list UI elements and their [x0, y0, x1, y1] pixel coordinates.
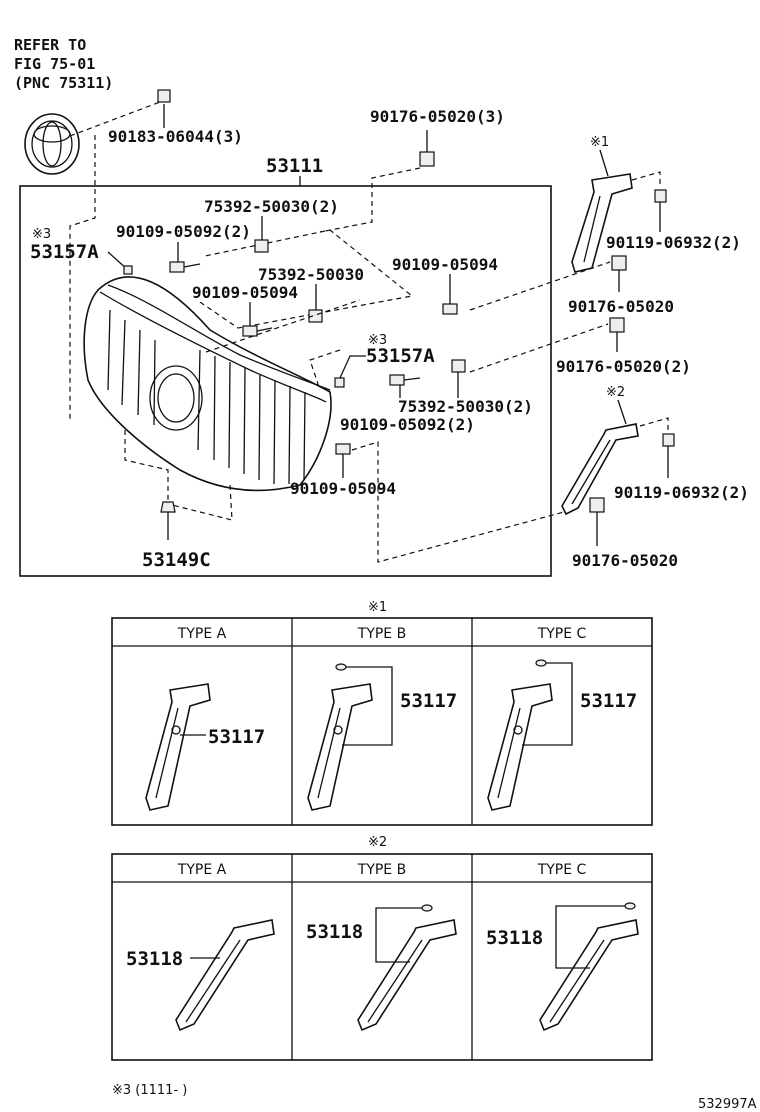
table-53118: [111, 853, 653, 1061]
bracket-53118-type-b-icon: [357, 919, 457, 1032]
mark-1: ※1: [590, 135, 609, 150]
table1-part-type-b: 53117: [400, 690, 457, 712]
bracket-53117-type-b-icon: [307, 683, 373, 811]
table2-header-type-a: TYPE A: [177, 862, 227, 878]
mark-3-mid: ※3: [368, 333, 387, 348]
table1-part-type-a: 53117: [208, 726, 265, 748]
bolt-icon: [654, 189, 667, 218]
callout-90176-05020-b: 90176-05020: [568, 297, 674, 316]
table2-mark: ※2: [368, 835, 387, 850]
bolt-icon: [169, 261, 201, 273]
table1-header-type-b: TYPE B: [357, 626, 406, 642]
callout-90119-06932-a: 90119-06932(2): [606, 233, 741, 252]
bolt-icon: [389, 374, 421, 386]
reference-line-3: (PNC 75311): [14, 74, 113, 92]
nut-icon: [157, 89, 171, 103]
bolt-icon: [662, 433, 675, 462]
nut-icon: [609, 317, 625, 333]
callout-90109-05092-d: 90109-05092(2): [340, 415, 475, 434]
clip-icon: [451, 359, 466, 373]
nut-icon: [611, 255, 627, 271]
bolt-icon: [335, 443, 351, 455]
reference-line-2: FIG 75-01: [14, 55, 95, 73]
assembly-frame: [19, 185, 552, 577]
clip-icon: [123, 265, 133, 275]
nut-icon: [589, 497, 605, 513]
callout-90176-05020-c: 90176-05020(2): [556, 357, 691, 376]
callout-90109-05094-e: 90109-05094: [290, 479, 396, 498]
callout-90109-05094-c: 90109-05094: [392, 255, 498, 274]
bracket-53118-type-c-icon: [539, 919, 639, 1032]
clip-icon: [308, 309, 323, 323]
table-53117: [111, 617, 653, 826]
clip-icon: [334, 377, 345, 388]
nut-icon: [535, 659, 547, 667]
callout-75392-50030-c: 75392-50030(2): [398, 397, 533, 416]
table1-header-type-a: TYPE A: [177, 626, 227, 642]
clip-icon: [254, 239, 269, 253]
mark-2: ※2: [606, 385, 625, 400]
callout-53111: 53111: [266, 155, 323, 177]
table2-part-type-a: 53118: [126, 948, 183, 970]
callout-53157A-left: 53157A: [30, 241, 99, 263]
table1-mark: ※1: [368, 600, 387, 615]
callout-53157A-mid: 53157A: [366, 345, 435, 367]
table1-header-type-c: TYPE C: [537, 626, 587, 642]
grille-icon: [83, 276, 332, 492]
callout-75392-50030-b: 75392-50030: [258, 265, 364, 284]
bracket-53117-type-c-icon: [487, 683, 553, 811]
nut-icon: [624, 902, 636, 910]
callout-90176-05020-top: 90176-05020(3): [370, 107, 505, 126]
bolt-icon: [242, 325, 273, 337]
bracket-53117-type-a-icon: [145, 683, 211, 811]
bracket-53118-type-a-icon: [175, 919, 275, 1032]
footnote: ※3 (1111- ): [112, 1083, 187, 1098]
clip-icon: [160, 501, 176, 540]
callout-90119-06932-b: 90119-06932(2): [614, 483, 749, 502]
callout-90183-06044: 90183-06044(3): [108, 127, 243, 146]
bolt-icon: [442, 303, 458, 315]
table2-part-type-c: 53118: [486, 927, 543, 949]
mark-3-left: ※3: [32, 227, 51, 242]
diagram-id: 532997A: [698, 1097, 757, 1112]
nut-icon: [421, 904, 433, 912]
table1-part-type-c: 53117: [580, 690, 637, 712]
table2-part-type-b: 53118: [306, 921, 363, 943]
callout-53149C: 53149C: [142, 549, 211, 571]
callout-90109-05094-b: 90109-05094: [192, 283, 298, 302]
emblem-icon: [24, 113, 80, 175]
reference-line-1: REFER TO: [14, 36, 86, 54]
callout-90176-05020-d: 90176-05020: [572, 551, 678, 570]
table2-header-type-c: TYPE C: [537, 862, 587, 878]
bracket-53117-icon: [571, 173, 633, 273]
nut-icon: [335, 663, 347, 671]
callout-90109-05092-a: 90109-05092(2): [116, 222, 251, 241]
table2-header-type-b: TYPE B: [357, 862, 406, 878]
nut-icon: [419, 151, 435, 167]
callout-75392-50030-a: 75392-50030(2): [204, 197, 339, 216]
bracket-53118-icon: [561, 423, 639, 516]
